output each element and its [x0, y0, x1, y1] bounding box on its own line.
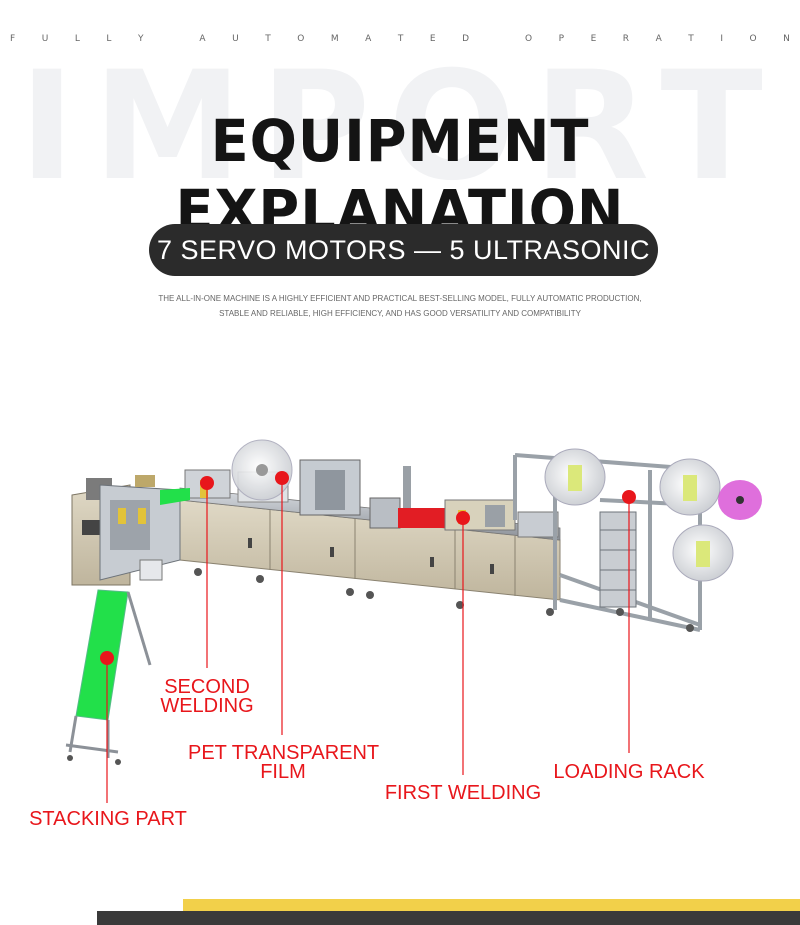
tagline-letter: T	[265, 34, 271, 44]
callout-pet-film-line-2: FILM	[260, 761, 306, 783]
spec-pill: 7 SERVO MOTORS — 5 ULTRASONIC	[149, 224, 658, 276]
tagline-letter: N	[783, 34, 790, 44]
tagline-letter: Y	[137, 34, 144, 44]
tagline-letter: F	[10, 34, 16, 44]
loading-rack-reels	[544, 448, 762, 632]
callout-leaders	[100, 471, 636, 803]
description-line-1: THE ALL-IN-ONE MACHINE IS A HIGHLY EFFIC…	[158, 294, 642, 303]
tagline-letter: O	[524, 34, 533, 44]
tagline-letter: A	[199, 34, 206, 44]
watermark-text: IMPORT	[19, 40, 781, 214]
tagline-letter: A	[655, 34, 662, 44]
tagline-letter: U	[232, 34, 239, 44]
tagline-letter: T	[397, 34, 404, 44]
tagline-letter: L	[74, 34, 80, 44]
tagline-letter: O	[749, 34, 757, 44]
callout-first-welding: FIRST WELDING	[384, 782, 542, 804]
stacking-conveyor	[65, 589, 152, 765]
tagline-letter: E	[429, 34, 436, 44]
tagline-letter: D	[462, 34, 470, 44]
callout-loading-rack: LOADING RACK	[553, 761, 705, 783]
head-unit	[71, 475, 190, 586]
callout-stacking-part: STACKING PART	[29, 808, 187, 830]
callout-second-welding-line-2: WELDING	[160, 695, 254, 717]
tagline-letter: E	[590, 34, 597, 44]
callout-pet-film-line-1: PET TRANSPARENT	[188, 742, 380, 764]
footer-bar	[97, 911, 800, 925]
tagline-letter: O	[297, 34, 305, 44]
tagline-letter: I	[720, 34, 723, 44]
description: THE ALL-IN-ONE MACHINE IS A HIGHLY EFFIC…	[100, 291, 700, 321]
tagline-letter: T	[688, 34, 694, 44]
tagline-letter: P	[558, 34, 565, 44]
callout-second-welding-line-1: SECOND	[164, 676, 250, 698]
tagline-letter: R	[622, 34, 630, 44]
tagline-letter: U	[41, 34, 49, 44]
tagline-letter: L	[106, 34, 112, 44]
upper-mechanisms	[184, 439, 559, 538]
callout-second-welding: SECOND WELDING	[155, 676, 259, 717]
tagline-letter: A	[365, 34, 372, 44]
callout-pet-film: PET TRANSPARENT FILM	[188, 742, 380, 783]
description-line-2: STABLE AND RELIABLE, HIGH EFFICIENCY, AN…	[219, 309, 581, 318]
tagline-letter: M	[330, 34, 339, 44]
accent-bar	[183, 899, 800, 911]
